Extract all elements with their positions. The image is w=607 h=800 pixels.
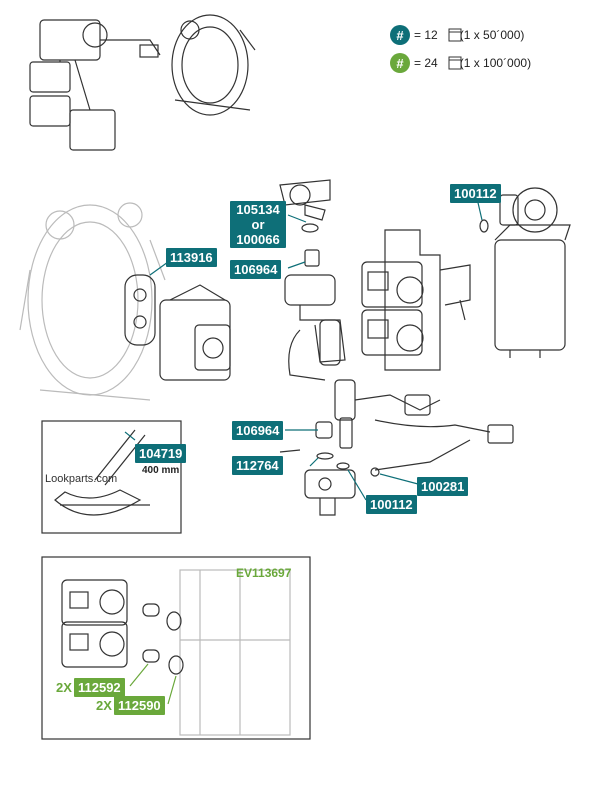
part-label-100281[interactable]: 100281 <box>417 477 469 496</box>
kit-label-ev113697[interactable]: EV113697 <box>236 566 292 580</box>
valve-block <box>284 274 346 381</box>
part-label-105134-or-100066[interactable]: 105134 or 100066 <box>230 201 286 248</box>
legend-eq: = 24 <box>414 56 438 70</box>
hash-badge-icon: # <box>390 53 410 73</box>
calendar-icon <box>448 28 462 42</box>
part-label-100112-bot[interactable]: 100112 <box>366 495 417 514</box>
pump-module-113916 <box>124 274 231 381</box>
temperature-sensor <box>370 439 471 477</box>
legend-eq: = 12 <box>414 28 438 42</box>
legend-row-24: # = 24 (1 x 100´000) <box>390 53 531 73</box>
legend-interval: (1 x 50´000) <box>459 28 525 42</box>
solenoid-coils <box>61 579 128 668</box>
calendar-icon <box>448 56 462 70</box>
part-label-104719[interactable]: 104719 <box>135 444 187 463</box>
part-label-100112-top[interactable]: 100112 <box>450 184 501 203</box>
brewing-unit-outline <box>19 202 166 401</box>
inset-104719-frame <box>41 420 182 534</box>
leader-lines-green <box>129 663 177 705</box>
vibration-pump <box>494 187 571 358</box>
hose-length: 400 mm <box>142 465 180 476</box>
part-label-106964-top[interactable]: 106964 <box>230 260 282 279</box>
part-label-106964-mid[interactable]: 106964 <box>232 421 284 440</box>
part-label-112592[interactable]: 112592 <box>74 678 125 697</box>
legend-interval: (1 x 100´000) <box>459 56 532 70</box>
machine-frame-outline <box>179 569 291 736</box>
o-ring-100112-bot <box>336 462 350 470</box>
plungers-112592 <box>142 603 160 663</box>
brewing-unit-thumbnail <box>171 14 256 116</box>
grinder-assembly-thumbnail <box>29 19 161 151</box>
o-rings-112590 <box>166 611 184 675</box>
part-label-113916[interactable]: 113916 <box>166 248 217 267</box>
fitting-assembly <box>279 179 331 267</box>
part-label-112764[interactable]: 112764 <box>232 456 283 475</box>
lower-fitting <box>279 449 356 516</box>
legend-row-12: # = 12 (1 x 50´000) <box>390 25 524 45</box>
o-ring-100112-top <box>479 219 489 233</box>
inset-ev113697-frame <box>41 556 311 740</box>
watermark: Lookparts.com <box>45 473 118 485</box>
flowmeter-assembly <box>315 379 514 449</box>
quantity-112590: 2X <box>96 698 112 713</box>
part-label-112590[interactable]: 112590 <box>114 696 165 715</box>
o-ring-112764 <box>316 452 334 460</box>
quantity-112592: 2X <box>56 680 72 695</box>
drain-hose <box>54 429 150 516</box>
solenoid-bracket <box>361 229 471 371</box>
hash-badge-icon: # <box>390 25 410 45</box>
leader-lines <box>124 193 483 501</box>
